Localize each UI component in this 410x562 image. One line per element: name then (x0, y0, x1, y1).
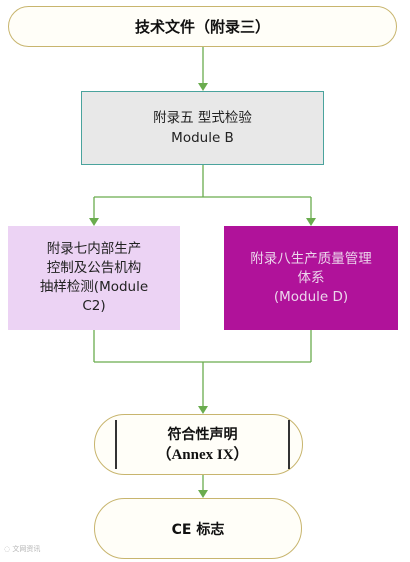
module-c2-line-2: 控制及公告机构 (46, 260, 142, 276)
declaration-inner-frame: 符合性声明 （Annex IX） (115, 420, 290, 469)
module-b-node: 附录五 型式检验 Module B (81, 91, 324, 165)
declaration-annex-label: （Annex IX） (156, 446, 249, 463)
module-c2-line-4: C2) (82, 298, 106, 314)
declaration-title: 符合性声明 (167, 426, 238, 443)
watermark-text: ◌ 文网资讯 (4, 545, 41, 553)
module-c2-node: 附录七内部生产 控制及公告机构 抽样检测(Module C2) (8, 226, 180, 330)
declaration-of-conformity-node: 符合性声明 （Annex IX） (94, 414, 303, 475)
technical-file-label: 技术文件（附录三） (134, 18, 270, 36)
ce-mark-label: CE 标志 (171, 521, 225, 538)
module-c2-line-1: 附录七内部生产 (46, 241, 142, 257)
module-b-subtitle: Module B (171, 130, 234, 146)
ce-mark-node: CE 标志 (94, 498, 302, 559)
module-d-line-1: 附录八生产质量管理 (250, 250, 372, 267)
module-d-line-3: (Module D) (273, 288, 349, 305)
technical-file-node: 技术文件（附录三） (8, 6, 397, 47)
module-d-line-2: 体系 (297, 269, 325, 286)
module-b-title: 附录五 型式检验 (153, 110, 252, 126)
module-d-node: 附录八生产质量管理 体系 (Module D) (224, 226, 398, 330)
module-c2-line-3: 抽样检测(Module (39, 279, 149, 295)
